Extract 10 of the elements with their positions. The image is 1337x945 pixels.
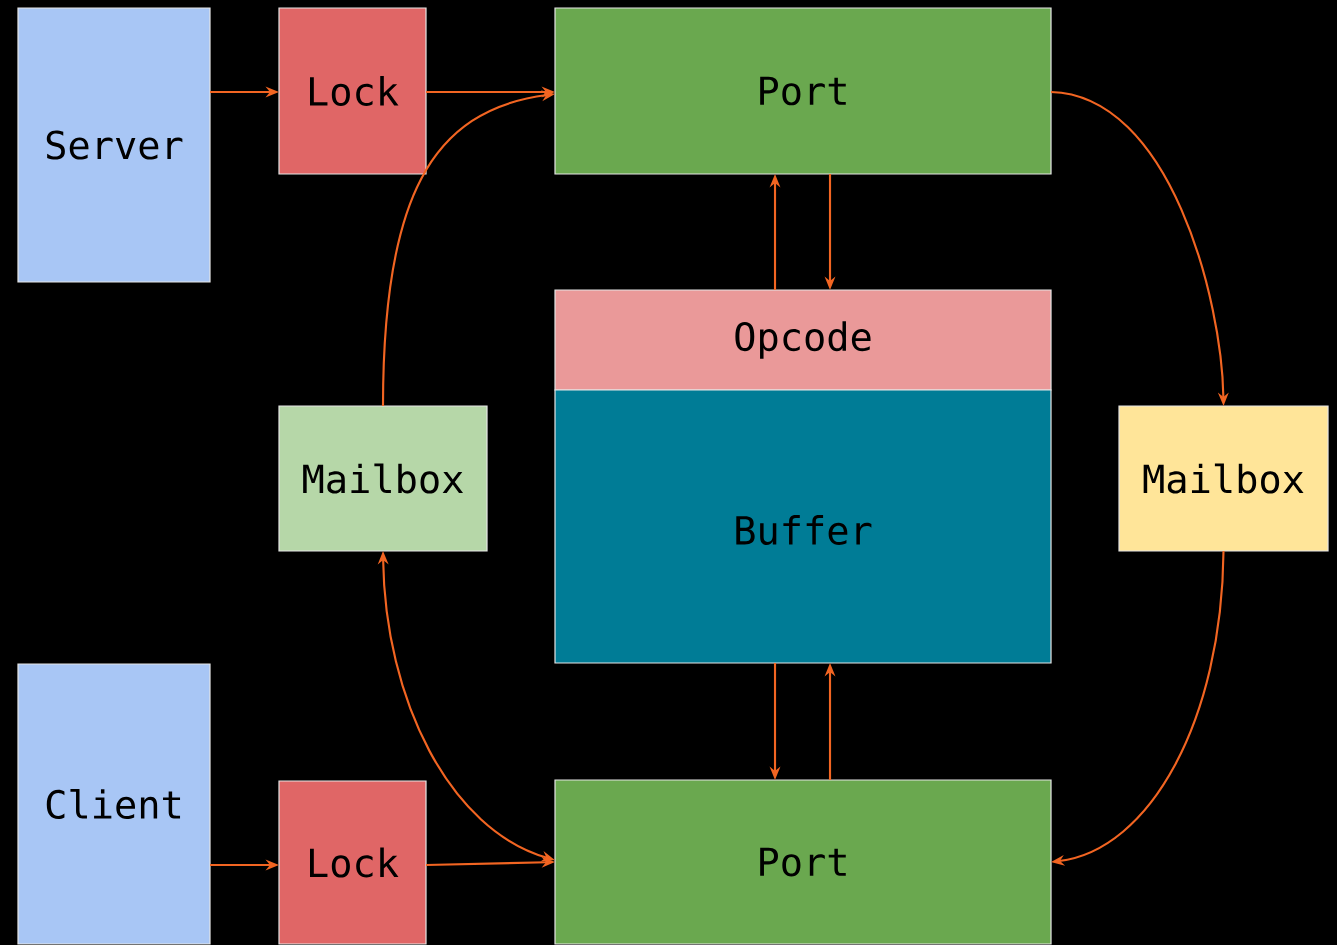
mailbox-box: Mailbox xyxy=(278,405,488,552)
port-box: Port xyxy=(554,779,1052,945)
buffer-box: Buffer xyxy=(554,389,1052,664)
client-box: Client xyxy=(17,663,211,945)
server-box: Server xyxy=(17,7,211,283)
mailbox-box: Mailbox xyxy=(1118,405,1329,552)
port-box: Port xyxy=(554,7,1052,175)
lock-box: Lock xyxy=(278,780,427,945)
lock-box: Lock xyxy=(278,7,427,175)
opcode-box: Opcode xyxy=(554,289,1052,391)
